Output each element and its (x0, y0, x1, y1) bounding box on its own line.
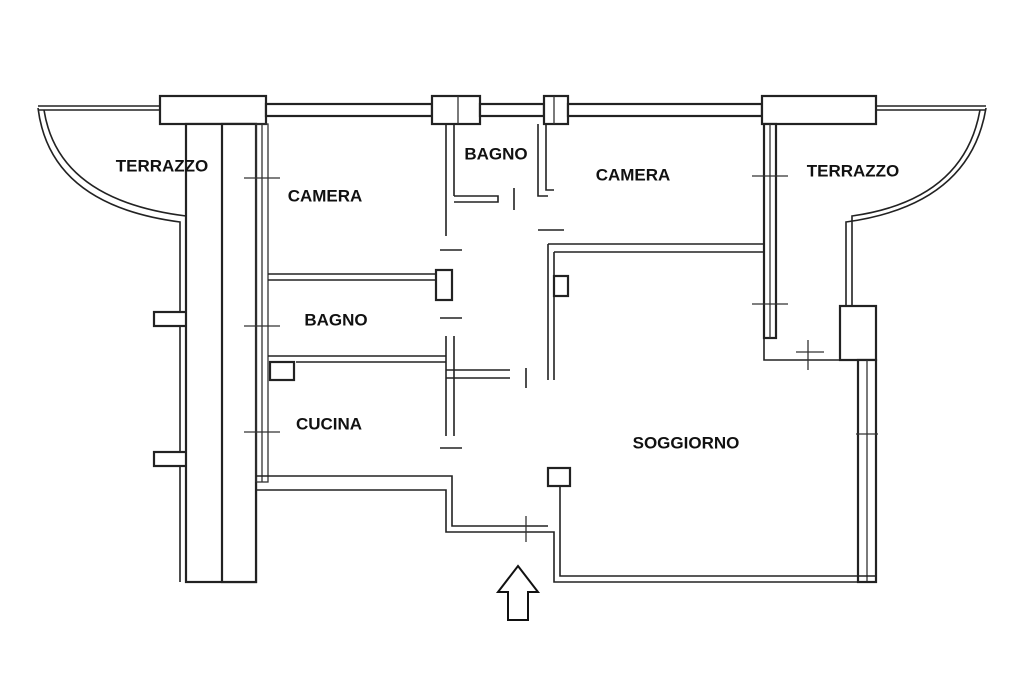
terrace-right (845, 105, 987, 310)
label-camera-right: CAMERA (596, 165, 671, 184)
entrance-arrow (495, 564, 541, 621)
label-terrazzo-left: TERRAZZO (116, 156, 209, 175)
terrace-pillar (152, 450, 192, 468)
label-bagno-mid: BAGNO (304, 310, 367, 329)
label-bagno-top: BAGNO (464, 144, 527, 163)
interior-walls (268, 124, 764, 488)
label-soggiorno: SOGGIORNO (633, 433, 740, 452)
outer-walls (158, 94, 878, 584)
window-markers (244, 96, 878, 542)
room-labels: TERRAZZO CAMERA BAGNO CAMERA TERRAZZO BA… (116, 144, 900, 452)
terrace-left (37, 105, 192, 582)
label-camera-left: CAMERA (288, 186, 363, 205)
label-terrazzo-right: TERRAZZO (807, 161, 900, 180)
terrace-pillar (152, 310, 192, 328)
up-arrow-icon (495, 564, 541, 621)
label-cucina: CUCINA (296, 414, 362, 433)
